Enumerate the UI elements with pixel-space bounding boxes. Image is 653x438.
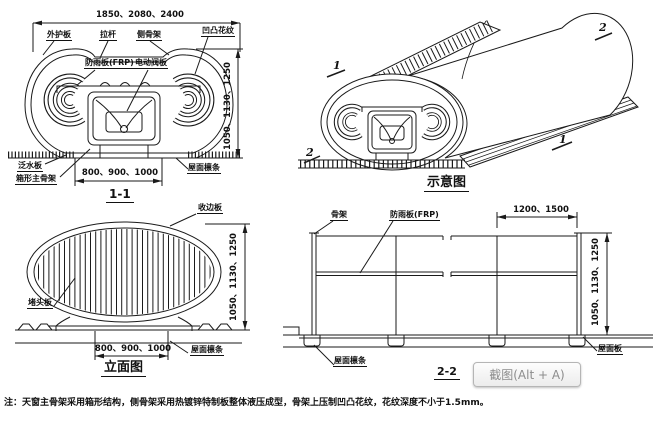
label-side-frame: 侧骨架	[136, 30, 162, 41]
side-frame-arcs-left	[43, 73, 86, 127]
section-2-2-linework	[283, 212, 653, 366]
label-electric-damper: 电动阀板	[134, 58, 168, 69]
view-title-schematic: 示意图	[424, 175, 470, 193]
view-title-2-2: 2-2	[434, 365, 460, 381]
drawing-note: 注：天窗主骨架采用箱形结构，侧骨架采用热镀锌特制板整体液压成型，骨架上压制凹凸花…	[4, 398, 489, 408]
elevation-linework	[15, 213, 250, 360]
label-roof-purlin-elevation: 屋面檩条	[190, 345, 224, 356]
section-1-1-linework	[8, 20, 243, 186]
dim-overall-width: 1850、2080、2400	[96, 10, 184, 20]
dim-base-width-1-1: 800、900、1000	[81, 168, 159, 178]
side-frame-arcs-right	[172, 73, 215, 127]
section-mark-1-left: 1	[333, 59, 341, 72]
label-outer-guard-plate: 外护板	[46, 30, 72, 41]
schematic-profile-detail	[333, 103, 451, 160]
section-mark-2-right: 2	[599, 21, 607, 34]
schematic-linework	[298, 12, 639, 171]
label-roof-panel: 屋面板	[597, 344, 623, 355]
dim-bay-spacing: 1200、1500	[513, 205, 569, 215]
screenshot-tooltip-button[interactable]: 截图(Alt + A)	[473, 362, 581, 387]
view-title-1-1: 1-1	[106, 187, 134, 204]
section-mark-1-right: 1	[559, 133, 567, 146]
label-rain-board-2-2: 防雨板(FRP)	[389, 210, 440, 221]
section-mark-2-left: 2	[306, 146, 314, 159]
label-rain-board-1-1: 防雨板(FRP)	[84, 58, 135, 69]
label-emboss-pattern: 凹凸花纹	[201, 26, 235, 37]
dim-height-1-1: 1050、1130、1250	[223, 62, 233, 150]
dim-height-elevation: 1050、1130、1250	[229, 233, 239, 321]
label-end-cap-plate: 堵头板	[27, 298, 53, 309]
label-flashing-plate: 泛水板	[17, 161, 43, 172]
damper-box	[87, 91, 161, 158]
label-frame-2-2: 骨架	[330, 210, 348, 221]
label-box-main-frame: 箱形主骨架	[15, 174, 57, 185]
label-edge-trim-plate: 收边板	[197, 203, 223, 214]
label-roof-purlin-1-1: 屋面檩条	[187, 163, 221, 174]
view-title-elevation: 立面图	[101, 360, 147, 378]
label-roof-purlin-2-2: 屋面檩条	[333, 356, 367, 367]
dim-height-2-2: 1050、1130、1250	[591, 238, 601, 326]
dim-base-width-elevation: 800、900、1000	[94, 344, 172, 354]
label-tie-rod: 拉杆	[99, 30, 117, 41]
